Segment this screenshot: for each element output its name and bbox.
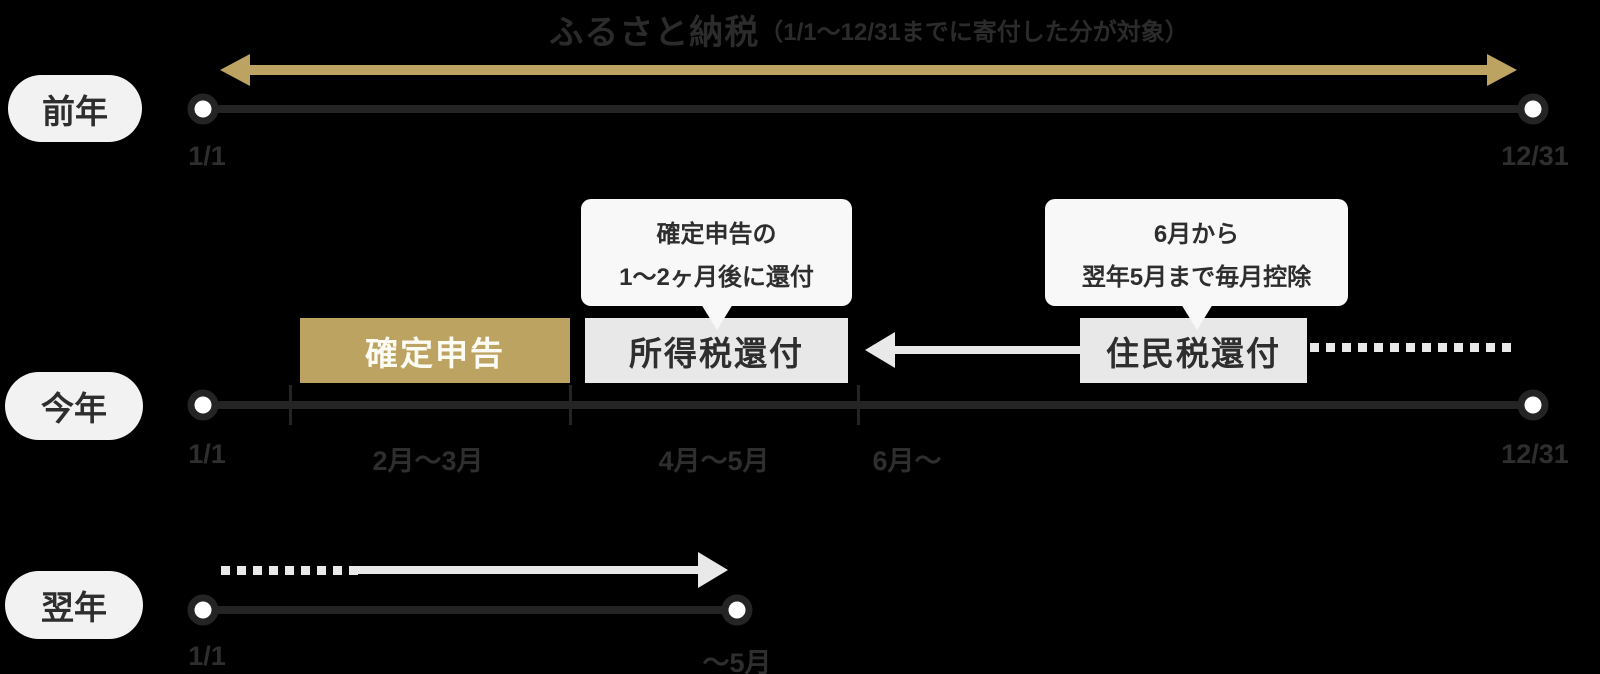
callout-tail-icon xyxy=(1180,304,1213,330)
callout-tail-icon xyxy=(700,304,733,330)
timeline-start-dot xyxy=(187,594,219,626)
timeline-end-dot xyxy=(1517,389,1549,421)
diagram-title-main: ふるさと納税 xyxy=(549,14,760,52)
timeline-prev-year xyxy=(187,93,1549,125)
date-label-prev-start: 1/1 xyxy=(188,141,226,171)
row-label-next-year: 翌年 xyxy=(5,571,143,639)
timeline-tick-june xyxy=(857,385,860,425)
timeline-tick-february xyxy=(289,385,292,425)
timeline-end-dot xyxy=(1517,93,1549,125)
arrow-head-right-icon xyxy=(1487,54,1517,86)
next-year-arrow-shaft xyxy=(358,566,700,574)
callout-line: 6月から xyxy=(1153,220,1240,248)
arrow-head-left-icon xyxy=(865,332,895,368)
callout-line: 確定申告の xyxy=(656,220,777,248)
timeline-tick-april xyxy=(569,385,572,425)
arrow-head-right-icon xyxy=(698,552,728,588)
income-tax-refund-callout: 確定申告の 1～2ヶ月後に還付 xyxy=(581,199,852,330)
date-label-feb-mar: 2月～3月 xyxy=(372,446,484,476)
donation-period-double-arrow xyxy=(220,54,1517,86)
resident-tax-refund-callout: 6月から 翌年5月まで毎月控除 xyxy=(1045,199,1348,330)
timeline-this-year xyxy=(187,389,1549,421)
date-label-june-on: 6月～ xyxy=(872,446,942,476)
arrow-shaft xyxy=(893,346,1080,354)
date-label-next-end: ～5月 xyxy=(702,648,772,674)
date-label-prev-end: 12/31 xyxy=(1501,141,1569,171)
callout-line: 翌年5月まで毎月控除 xyxy=(1081,263,1312,291)
resident-to-income-arrow xyxy=(865,332,1080,368)
row-label-this-year: 今年 xyxy=(5,372,143,440)
date-label-this-start: 1/1 xyxy=(188,439,226,469)
next-year-dotted-segment xyxy=(221,566,358,575)
callout-line: 1～2ヶ月後に還付 xyxy=(619,263,814,291)
timeline-start-dot xyxy=(187,93,219,125)
row-label-prev-year: 前年 xyxy=(8,75,142,142)
diagram-title: ふるさと納税 （1/1～12/31までに寄付した分が対象） xyxy=(221,5,1517,54)
date-label-next-start: 1/1 xyxy=(188,641,226,671)
date-label-apr-may: 4月～5月 xyxy=(658,446,770,476)
date-label-this-end: 12/31 xyxy=(1501,439,1569,469)
resident-tax-dotted-continuation xyxy=(1310,343,1518,352)
arrow-shaft xyxy=(244,65,1493,75)
timeline-start-dot xyxy=(187,389,219,421)
timeline-end-dot xyxy=(721,594,753,626)
diagram-title-note: （1/1～12/31までに寄付した分が対象） xyxy=(759,19,1189,46)
timeline-next-year xyxy=(187,594,753,626)
tax-return-box: 確定申告 xyxy=(300,318,570,383)
